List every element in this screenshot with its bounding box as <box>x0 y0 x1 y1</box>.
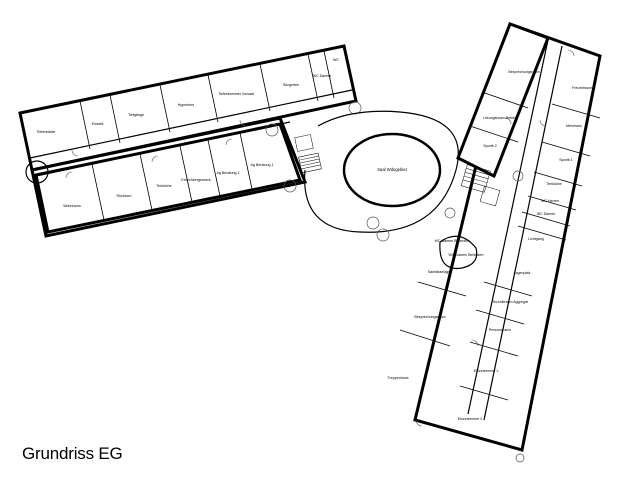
west-stairs <box>298 152 322 174</box>
room-label: Ag Beratung 1 <box>251 163 274 167</box>
east-wing: Besprechungsraum Lösungsraum Betrieb Spo… <box>387 22 602 463</box>
room-label: Besprechungsraum <box>414 315 445 319</box>
door-swing <box>151 155 159 163</box>
east-divider <box>481 91 529 109</box>
west-north-divider <box>207 74 219 123</box>
hall-label: Saal Wdogebiet <box>377 167 407 172</box>
lift-shaft <box>294 134 314 152</box>
west-south-divider <box>139 153 153 211</box>
room-label: Lichtgang <box>528 237 544 241</box>
plant-icon <box>283 179 297 193</box>
west-north-divider <box>79 100 91 150</box>
room-label: WC Damen Behindert <box>435 239 470 243</box>
plant-icon <box>512 170 524 182</box>
room-label: Tiefgänge <box>128 113 144 117</box>
door-swing <box>225 138 233 146</box>
west-north-divider <box>307 53 319 102</box>
central-hall: Saal Wdogebiet <box>304 110 459 242</box>
west-south-divider <box>207 139 221 197</box>
east-divider <box>399 329 451 347</box>
room-label: Freizeitraum <box>572 86 592 90</box>
west-north-divider <box>323 50 335 99</box>
east-corridor-east-wall <box>483 45 563 421</box>
room-label: Einzelzimmer 2 <box>458 417 483 421</box>
plant-icon <box>366 216 380 230</box>
west-south-divider <box>91 163 105 221</box>
door-swing <box>504 117 512 125</box>
west-south-divider <box>239 132 253 190</box>
room-label: Rücktuch <box>117 194 132 198</box>
room-label: Personalraum <box>489 328 511 332</box>
room-label: Lösungsraum Betrieb <box>483 116 517 120</box>
west-north-divider <box>109 94 121 144</box>
room-label: Sitzgerten <box>283 83 299 87</box>
west-wing-north-outline <box>18 44 358 172</box>
east-divider <box>459 385 509 401</box>
hall-core <box>342 132 442 208</box>
room-label: Tiefenbäder <box>36 130 56 134</box>
room-label: Sanitäranlagen <box>428 270 452 274</box>
room-label: Technikraum Aggregat <box>492 300 528 304</box>
east-corridor-west-wall <box>467 39 549 415</box>
room-label: Sportb 2 <box>483 144 497 148</box>
door-swing <box>567 49 575 57</box>
room-label: Sportb 1 <box>559 158 573 162</box>
door-swing <box>415 419 423 427</box>
west-corridor-north-wall <box>29 89 353 159</box>
plant-icon <box>265 123 279 137</box>
room-label: Hypertone <box>178 103 195 107</box>
east-lift-shaft <box>479 185 501 207</box>
room-label: Einstell- <box>92 122 106 126</box>
plant-icon <box>376 228 390 242</box>
west-north-divider <box>159 84 171 133</box>
plant-icon <box>515 453 525 463</box>
room-label: WC <box>333 58 339 62</box>
door-swing <box>71 149 79 157</box>
room-label: Tiefenkammer Vorsaal <box>218 92 254 96</box>
room-label: Teeküche <box>546 182 561 186</box>
plant-icon <box>444 207 456 219</box>
east-wing-outline <box>413 22 602 452</box>
room-label: Einzelzimmer 1 <box>474 369 499 373</box>
room-label: WC Damen Behindert <box>449 253 484 257</box>
door-swing <box>65 171 73 179</box>
room-label: WC Herren <box>541 199 559 203</box>
door-swing <box>471 339 479 347</box>
east-divider <box>483 281 533 297</box>
room-label: Ag Beratung 2 <box>217 171 240 175</box>
room-label: WC Damen <box>537 212 556 216</box>
west-south-divider <box>179 145 193 203</box>
wc-pod <box>439 235 478 270</box>
west-north-divider <box>259 63 271 112</box>
east-divider <box>469 125 519 143</box>
room-label: Erreichbergerwerk <box>181 178 211 182</box>
east-divider <box>533 171 583 187</box>
east-upper-west-block <box>456 22 550 179</box>
east-stairs <box>460 164 491 193</box>
west-corridor-south-wall <box>35 121 291 177</box>
east-divider <box>551 103 601 119</box>
west-wing: Tiefenbäder Einstell- Tiefgänge Hyperton… <box>18 44 362 238</box>
door-swing <box>539 119 547 127</box>
room-label: Treppenhaus <box>387 376 408 380</box>
room-label: Besprechungsraum <box>508 70 539 74</box>
door-swing <box>239 119 247 127</box>
east-divider <box>521 211 571 227</box>
room-label: Lagerplatz <box>514 271 531 275</box>
room-label: WC Damen <box>313 74 332 78</box>
east-divider <box>475 309 525 325</box>
room-label: Mehrhaus <box>566 124 582 128</box>
room-label: Wohnraum <box>63 204 81 208</box>
east-divider <box>541 141 591 157</box>
plan-caption: Grundriss EG <box>22 444 123 463</box>
east-divider <box>417 281 467 297</box>
west-end-bay <box>25 160 49 184</box>
east-divider <box>517 225 567 241</box>
east-divider <box>527 195 577 211</box>
hall-outer-wall <box>304 110 459 233</box>
room-label: Teeküche <box>156 184 171 188</box>
